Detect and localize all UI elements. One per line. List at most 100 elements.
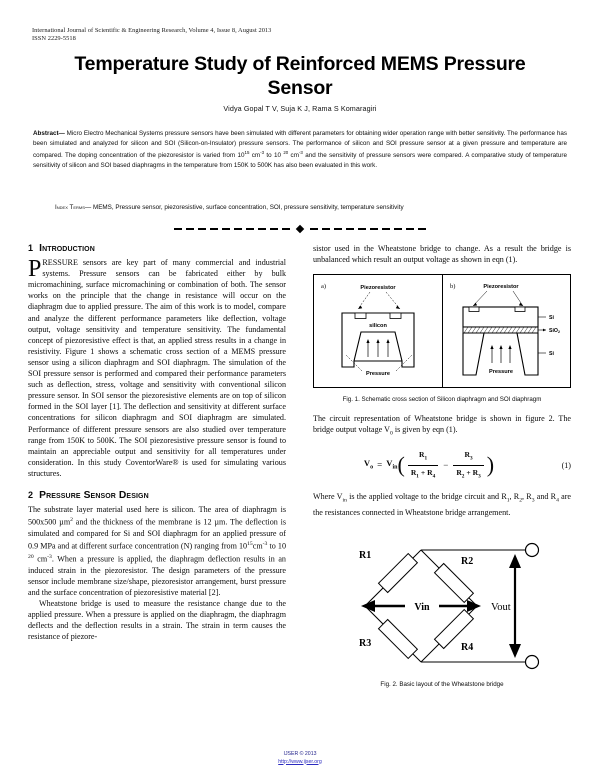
piezoresistor-label-b: Piezoresistor [483, 284, 519, 290]
figure-1-frame: a) Piezoresistor [313, 274, 571, 389]
eq-exp-sub-1: 1 [506, 497, 510, 504]
design-sup-2: 15 [247, 541, 253, 548]
resistor-r3-body [377, 618, 419, 660]
eq-exp-sub-2: 2 [519, 497, 523, 504]
divider-diamond-icon [295, 224, 305, 234]
abstract-exp-2: -3 [260, 150, 265, 156]
eq-exp-d: , R [522, 492, 532, 502]
layer-label-sio2: SiO2 [549, 328, 560, 334]
page-footer: IJSER © 2013 http://www.ijser.org [0, 751, 600, 766]
journal-title-line: International Journal of Scientific & En… [32, 27, 272, 34]
section-number-2: 2 [28, 489, 34, 500]
section-number-1: 1 [28, 243, 34, 253]
abstract-exp-3: 20 [283, 150, 289, 156]
section-heading-introduction: 1 Introduction [28, 243, 286, 254]
abstract: Abstract— Micro Electro Mechanical Syste… [33, 129, 567, 170]
journal-issn: ISSN 2229-5518 [32, 35, 76, 43]
eqn-equals: = [377, 460, 383, 471]
equation-explanation: Where Vin is the applied voltage to the … [313, 491, 571, 518]
bridge-intro-a: The circuit representation of Wheatstone… [313, 414, 571, 435]
abstract-text: Micro Electro Mechanical Systems pressur… [33, 130, 567, 160]
eq-exp-e: and R [534, 492, 557, 502]
divider-dashes-right [310, 228, 426, 230]
panel-b-label: b) [450, 283, 456, 291]
intro-body-text: sensors are key part of many commercial … [28, 258, 286, 478]
design-p1-c: cm [252, 541, 263, 551]
resistor-r4-body [433, 608, 475, 650]
resistor-r3-label: R3 [359, 638, 371, 649]
terminal-bottom [524, 654, 540, 670]
figure-1: a) Piezoresistor [313, 274, 571, 404]
design-sup-5: -3 [47, 553, 52, 560]
piezoresistor-label-a: Piezoresistor [360, 285, 396, 291]
abstract-exp-4: -3 [298, 150, 303, 156]
section-title-1: Introduction [39, 243, 95, 254]
eqn-frac1-numerator: R1 [418, 449, 428, 462]
design-p1-e: cm [33, 554, 48, 564]
layer-label-si-top: Si [549, 315, 554, 321]
eqn-frac2-numerator: R3 [464, 449, 473, 462]
eq-exp-c: , R [509, 492, 520, 502]
eqn-paren-open: ( [397, 452, 405, 478]
vout-arrow-down [509, 644, 521, 658]
section-divider [0, 223, 600, 235]
figure-1-caption: Fig. 1. Schematic cross section of Silic… [342, 396, 542, 404]
design-sup-1: 2 [70, 517, 73, 524]
divider-dashes-left [174, 228, 290, 230]
eqn-frac2-denominator: R2 + R3 [453, 465, 484, 482]
vin-arrow-right [467, 600, 481, 612]
design-p1-b: and the thickness of the membrane is 12 … [28, 517, 287, 551]
eqn-lhs: Vo [363, 457, 374, 471]
equation-1: Vo = Vin ( R1 R1 + R4 − R3 R2 + R3 ) (1) [313, 449, 571, 482]
eqn-fraction-2: R3 R2 + R3 [453, 449, 484, 482]
vout-label: Vout [491, 602, 511, 613]
pressure-label-b: Pressure [489, 369, 513, 375]
resistor-r1-body [377, 552, 419, 594]
index-terms-text: MEMS, Pressure sensor, piezoresistive, s… [91, 204, 404, 211]
layer-label-si-bottom: Si [549, 351, 554, 357]
equation-1-number: (1) [561, 461, 571, 471]
equation-1-expression: Vo = Vin ( R1 R1 + R4 − R3 R2 + R3 ) [313, 449, 545, 482]
resistor-r2-body [433, 562, 475, 604]
abstract-exp-1: 15 [244, 150, 250, 156]
abstract-mid-2: to 10 [264, 152, 284, 160]
intro-lead-word: RESSURE [42, 258, 78, 268]
design-sup-3: -3 [262, 541, 268, 548]
eq-exp-b: is the applied voltage to the bridge cir… [346, 492, 507, 502]
design-p1-a: The substrate layer material used here i… [28, 505, 286, 527]
design-sup-4: 20 [28, 553, 34, 560]
eq-exp-sub-in: in [342, 497, 347, 504]
drop-cap-letter: P [28, 256, 42, 283]
footer-url[interactable]: http://www.ijser.org [278, 758, 322, 765]
resistor-r4-label: R4 [461, 642, 473, 653]
pressure-label-a: Pressure [366, 371, 390, 377]
design-p1-f: . When a pressure is applied, the diaphr… [28, 554, 286, 597]
index-terms-label: Index Terms— [55, 204, 92, 211]
bridge-intro-paragraph: The circuit representation of Wheatstone… [313, 413, 571, 440]
eq-exp-sub-3: 3 [531, 497, 535, 504]
index-terms: Index Terms— MEMS, Pressure sensor, piez… [55, 203, 555, 213]
eq-exp-sub-4: 4 [556, 497, 559, 504]
wheatstone-bridge-diagram: R1 R2 R3 R4 Vin Vout [359, 542, 540, 670]
abstract-mid-3: cm [288, 152, 299, 160]
silicon-diaphragm-diagram: Piezoresistor silic [341, 285, 415, 377]
bridge-intro-sub: 0 [389, 430, 393, 437]
journal-header: International Journal of Scientific & En… [32, 27, 271, 44]
figure-2-caption: Fig. 2. Basic layout of the Wheatstone b… [380, 681, 504, 689]
title-block: Temperature Study of Reinforced MEMS Pre… [60, 52, 540, 113]
figure-2: R1 R2 R3 R4 Vin Vout [313, 528, 571, 689]
page-title: Temperature Study of Reinforced MEMS Pre… [74, 53, 526, 99]
abstract-label: Abstract— [33, 130, 65, 137]
right-column: sistor used in the Wheatstone bridge to … [313, 243, 571, 689]
soi-diaphragm-diagram: Piezoresistor [462, 284, 560, 376]
spacer [28, 479, 286, 490]
abstract-tail: and the sensitivity of pressure sensors … [33, 152, 567, 169]
eqn-frac1-denominator: R1 + R4 [407, 465, 439, 482]
abstract-mid-1: cm [249, 152, 261, 160]
section-title-2: Pressure Sensor Design [39, 489, 149, 501]
section-heading-pressure-sensor-design: 2 Pressure Sensor Design [28, 490, 286, 501]
vin-arrow-left [361, 600, 375, 612]
